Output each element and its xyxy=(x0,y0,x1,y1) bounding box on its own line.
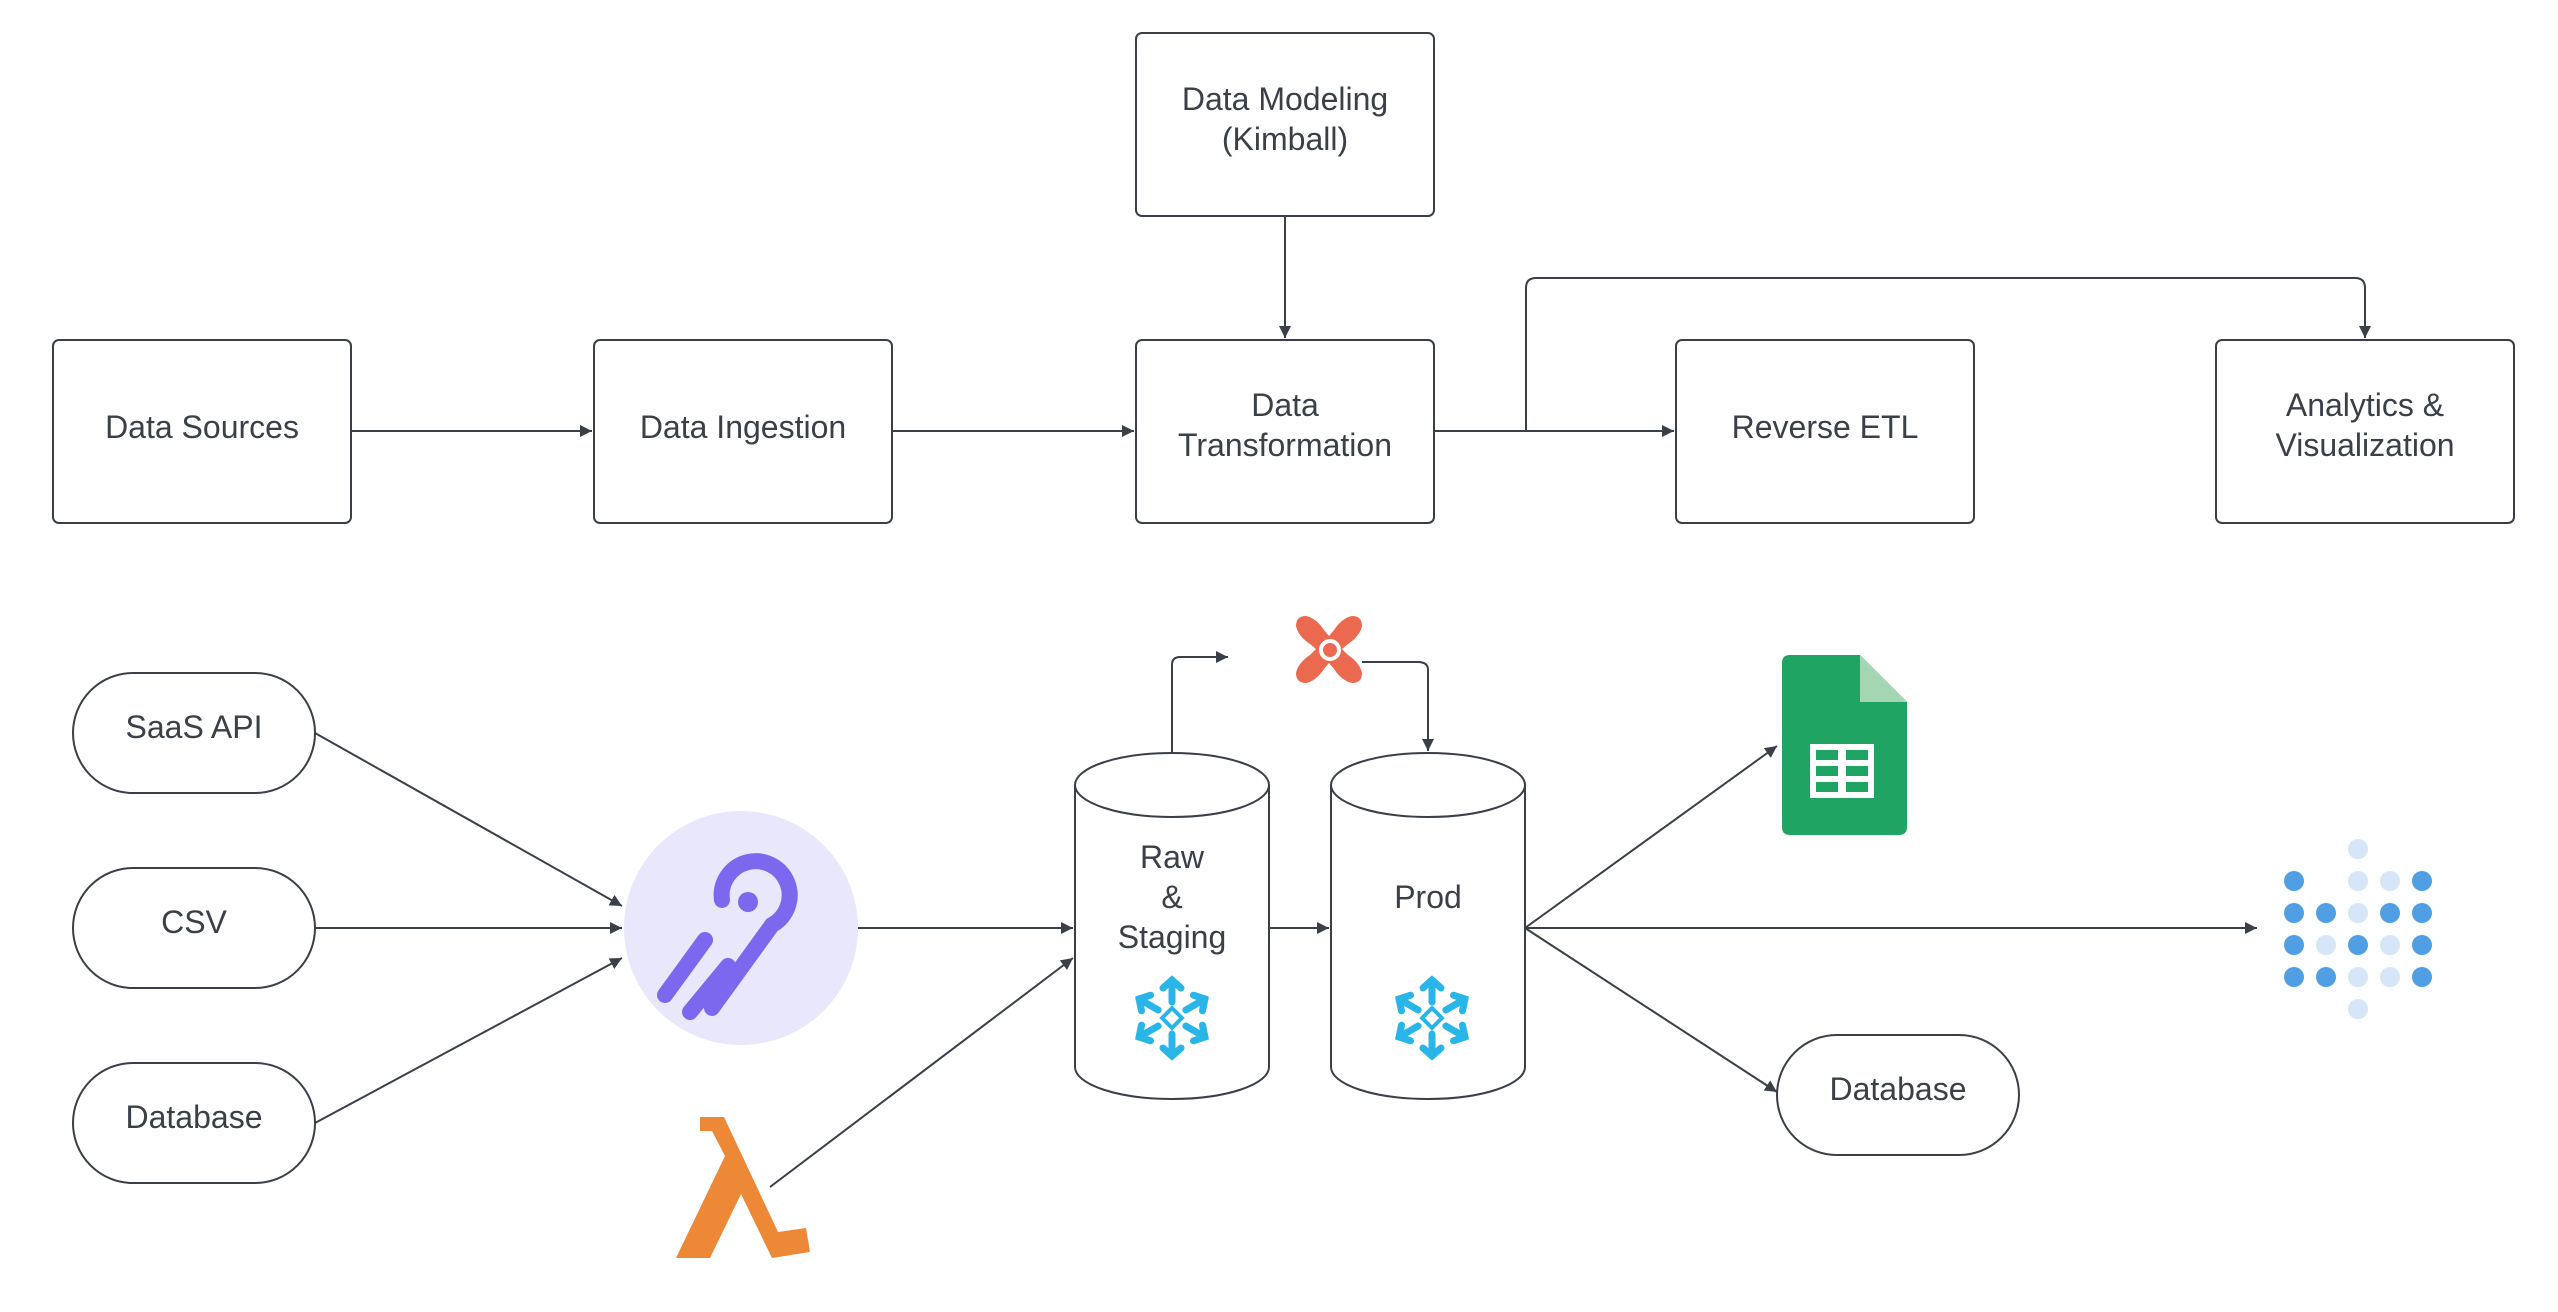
transformation-label-line1: Data xyxy=(1251,387,1319,423)
source-database-label: Database xyxy=(126,1099,263,1135)
raw-staging-cylinder: Raw & Staging xyxy=(1074,752,1270,1100)
csv-label: CSV xyxy=(161,904,227,940)
transformation-label-line2: Transformation xyxy=(1178,427,1392,463)
transformation-box: Data Transformation xyxy=(1135,339,1435,524)
airbyte-logo xyxy=(624,811,858,1045)
ampersand-label: & xyxy=(1161,879,1182,915)
analytics-label-line2: Visualization xyxy=(2275,427,2454,463)
analytics-label-line1: Analytics & xyxy=(2286,387,2444,423)
prod-cylinder: Prod xyxy=(1330,752,1526,1100)
metabase-logo xyxy=(2284,839,2432,1019)
arrow-raw-to-dbt xyxy=(1171,651,1228,753)
sources-label: Data Sources xyxy=(105,409,299,445)
analytics-box: Analytics & Visualization xyxy=(2215,339,2515,524)
modeling-label-line1: Data Modeling xyxy=(1182,81,1388,117)
aws-lambda-icon xyxy=(676,1117,810,1258)
raw-label: Raw xyxy=(1140,839,1205,875)
prod-label: Prod xyxy=(1394,879,1462,915)
google-sheets-icon xyxy=(1782,655,1907,835)
arrow-dbt-to-prod xyxy=(1362,661,1434,751)
staging-label: Staging xyxy=(1118,919,1227,955)
reverse-etl-label: Reverse ETL xyxy=(1732,409,1919,445)
arrow-transformation-to-analytics xyxy=(1434,277,2371,432)
arrow-prod-to-database xyxy=(1524,927,1778,1093)
sources-box: Data Sources xyxy=(52,339,352,524)
csv-pill: CSV xyxy=(72,867,316,989)
ingestion-box: Data Ingestion xyxy=(593,339,893,524)
reverse-etl-box: Reverse ETL xyxy=(1675,339,1975,524)
arrow-database-to-airbyte xyxy=(314,957,623,1124)
saas-api-pill: SaaS API xyxy=(72,672,316,794)
ingestion-label: Data Ingestion xyxy=(640,409,846,445)
arrow-lambda-to-raw xyxy=(769,957,1074,1188)
output-database-label: Database xyxy=(1830,1071,1967,1107)
saas-api-label: SaaS API xyxy=(126,709,263,745)
dbt-logo xyxy=(1296,616,1362,683)
source-database-pill: Database xyxy=(72,1062,316,1184)
arrow-saas-to-airbyte xyxy=(314,732,623,907)
output-database-pill: Database xyxy=(1776,1034,2020,1156)
modeling-box: Data Modeling (Kimball) xyxy=(1135,32,1435,217)
modeling-label-line2: (Kimball) xyxy=(1222,121,1348,157)
arrow-prod-to-sheets xyxy=(1524,745,1778,929)
